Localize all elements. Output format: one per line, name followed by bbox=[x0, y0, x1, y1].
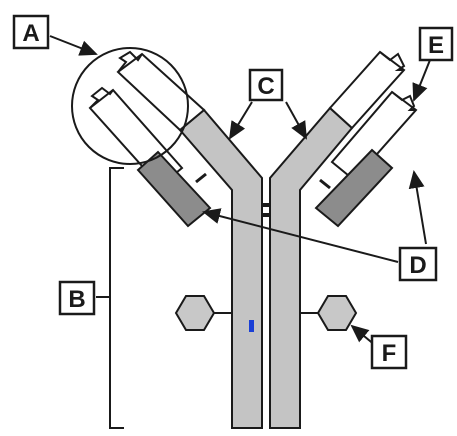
label-e: E bbox=[418, 26, 454, 62]
hexagon-icon bbox=[316, 295, 358, 331]
svg-text:C: C bbox=[257, 73, 274, 100]
constant-region-left-light bbox=[136, 150, 212, 228]
hexagon-icon bbox=[174, 295, 216, 331]
heavy-chain-left bbox=[178, 108, 263, 429]
bracket-b bbox=[96, 167, 124, 429]
label-boxes: A B C D E F bbox=[12, 14, 454, 370]
light-chain-left bbox=[88, 88, 212, 228]
binding-site-right bbox=[379, 51, 416, 111]
label-f: F bbox=[370, 334, 408, 370]
leader-d-right bbox=[408, 170, 427, 245]
svg-text:B: B bbox=[68, 286, 85, 313]
svg-text:E: E bbox=[428, 32, 444, 59]
svg-text:A: A bbox=[22, 20, 39, 47]
label-d: D bbox=[398, 246, 438, 282]
label-a: A bbox=[12, 14, 50, 50]
binding-site-left bbox=[89, 50, 143, 109]
leader-a bbox=[49, 35, 98, 56]
marker bbox=[249, 320, 254, 332]
leader-d-left bbox=[202, 208, 399, 263]
label-c: C bbox=[248, 68, 284, 102]
variable-region-left-heavy bbox=[116, 52, 206, 132]
svg-text:D: D bbox=[409, 252, 426, 279]
variable-region-right-heavy bbox=[328, 50, 406, 130]
carbohydrates bbox=[174, 295, 358, 331]
label-b: B bbox=[58, 280, 96, 316]
antigen-binding-circle bbox=[71, 47, 189, 165]
svg-text:F: F bbox=[382, 340, 397, 367]
constant-region-right-light bbox=[314, 148, 394, 228]
leader-c-right bbox=[285, 101, 307, 140]
heavy-chain bbox=[178, 106, 354, 429]
disulfide-bonds bbox=[262, 203, 270, 217]
leader-e bbox=[412, 59, 431, 102]
leader-c-left bbox=[228, 101, 253, 140]
light-chain-right bbox=[314, 90, 418, 228]
